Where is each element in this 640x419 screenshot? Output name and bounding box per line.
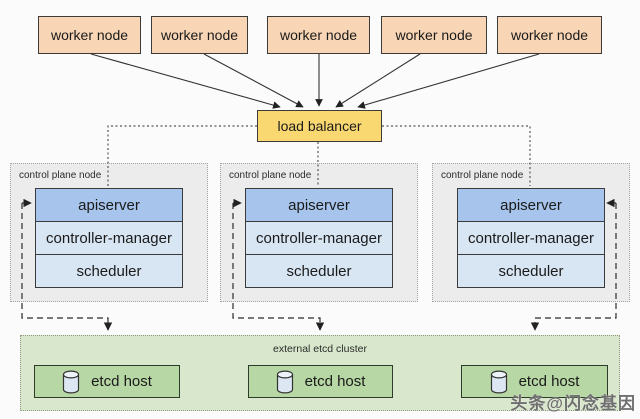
controller-manager-box: controller-manager bbox=[35, 221, 183, 255]
controller-manager-box: controller-manager bbox=[457, 221, 605, 255]
scheduler-label: scheduler bbox=[286, 262, 352, 280]
controller-manager-label: controller-manager bbox=[468, 229, 594, 247]
control-plane-node-box: control plane node apiserver controller-… bbox=[10, 163, 208, 302]
controller-manager-box: controller-manager bbox=[245, 221, 393, 255]
etcd-host-box: etcd host bbox=[461, 365, 608, 398]
controller-manager-label: controller-manager bbox=[46, 229, 172, 247]
controller-manager-label: controller-manager bbox=[256, 229, 382, 247]
worker-node-box: worker node bbox=[151, 16, 248, 54]
worker-to-lb-arrows bbox=[90, 53, 540, 109]
scheduler-label: scheduler bbox=[498, 262, 564, 280]
control-plane-node-box: control plane node apiserver controller-… bbox=[432, 163, 630, 302]
worker-node-label: worker node bbox=[510, 27, 589, 43]
external-etcd-cluster-box: external etcd cluster etcd host etcd hos… bbox=[20, 335, 620, 411]
database-cylinder-icon bbox=[62, 369, 80, 393]
apiserver-label: apiserver bbox=[78, 196, 140, 214]
control-plane-node-label: control plane node bbox=[441, 170, 524, 181]
apiserver-label: apiserver bbox=[500, 196, 562, 214]
etcd-host-label: etcd host bbox=[304, 373, 366, 390]
database-cylinder-icon bbox=[276, 369, 293, 393]
apiserver-box: apiserver bbox=[457, 188, 605, 222]
worker-node-box: worker node bbox=[497, 16, 602, 54]
apiserver-label: apiserver bbox=[288, 196, 350, 214]
database-cylinder-icon bbox=[490, 369, 507, 393]
etcd-host-box: etcd host bbox=[248, 365, 393, 398]
scheduler-box: scheduler bbox=[457, 254, 605, 288]
apiserver-box: apiserver bbox=[245, 188, 393, 222]
external-etcd-cluster-label: external etcd cluster bbox=[273, 343, 367, 355]
worker-node-label: worker node bbox=[395, 27, 473, 43]
watermark-text: 头条@闪念基因 bbox=[510, 394, 636, 413]
apiserver-box: apiserver bbox=[35, 188, 183, 222]
worker-node-label: worker node bbox=[279, 27, 358, 43]
etcd-host-label: etcd host bbox=[518, 373, 580, 390]
etcd-host-box: etcd host bbox=[34, 365, 180, 398]
component-stack: apiserver controller-manager scheduler bbox=[245, 188, 393, 288]
scheduler-label: scheduler bbox=[76, 262, 142, 280]
worker-node-box: worker node bbox=[267, 16, 370, 54]
etcd-host-label: etcd host bbox=[91, 373, 152, 390]
control-plane-node-label: control plane node bbox=[19, 170, 102, 181]
worker-node-label: worker node bbox=[160, 27, 239, 43]
worker-node-box: worker node bbox=[381, 16, 487, 54]
load-balancer-label: load balancer bbox=[277, 118, 362, 134]
worker-node-box: worker node bbox=[38, 16, 141, 54]
component-stack: apiserver controller-manager scheduler bbox=[457, 188, 605, 288]
control-plane-node-box: control plane node apiserver controller-… bbox=[220, 163, 418, 302]
component-stack: apiserver controller-manager scheduler bbox=[35, 188, 183, 288]
control-plane-node-label: control plane node bbox=[229, 170, 312, 181]
load-balancer-box: load balancer bbox=[257, 110, 382, 142]
scheduler-box: scheduler bbox=[35, 254, 183, 288]
scheduler-box: scheduler bbox=[245, 254, 393, 288]
worker-node-label: worker node bbox=[50, 27, 129, 43]
